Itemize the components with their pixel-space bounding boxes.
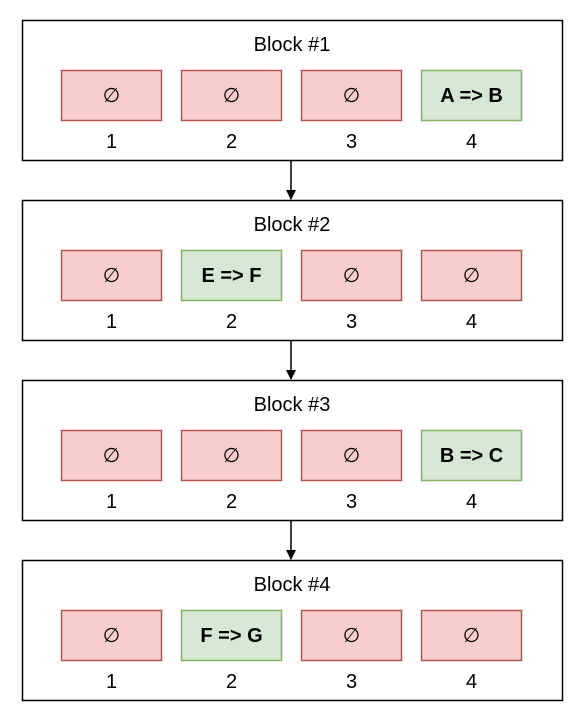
empty-slot-box — [180, 69, 283, 122]
slot-2: E => F 2 — [180, 249, 283, 333]
empty-slot-box — [300, 429, 403, 482]
slot-3: ∅3 — [300, 429, 403, 513]
empty-slot-box — [420, 249, 523, 302]
empty-set-symbol: ∅ — [463, 265, 480, 287]
slot-3: ∅3 — [300, 69, 403, 153]
slot-index-label: 2 — [226, 131, 237, 153]
slot-index-label: 1 — [106, 131, 117, 153]
empty-slot-box — [300, 69, 403, 122]
block-3: Block #3∅1∅2∅3B => C4 — [21, 379, 564, 522]
slot-4: ∅4 — [420, 609, 523, 693]
empty-set-symbol: ∅ — [343, 265, 360, 287]
slot-2: F => G 2 — [180, 609, 283, 693]
empty-slot-box — [300, 609, 403, 662]
slot-4: ∅4 — [420, 249, 523, 333]
filled-slot-box — [180, 609, 283, 662]
slot-1: ∅1 — [60, 429, 163, 513]
slot-index-label: 2 — [226, 311, 237, 333]
filled-slot-box — [180, 249, 283, 302]
empty-slot-box — [420, 609, 523, 662]
slot-index-label: 4 — [466, 311, 477, 333]
slot-index-label: 3 — [346, 491, 357, 513]
filled-slot-box — [420, 429, 523, 482]
empty-set-symbol: ∅ — [223, 445, 240, 467]
slot-rule: B => C — [440, 445, 503, 467]
slot-rule: E => F — [201, 265, 261, 287]
empty-set-symbol: ∅ — [103, 265, 120, 287]
slot-3: ∅3 — [300, 249, 403, 333]
empty-slot-box — [60, 429, 163, 482]
block-4: Block #4∅1F => G2∅3∅4 — [21, 559, 564, 702]
slot-index-label: 4 — [466, 131, 477, 153]
slot-index-label: 1 — [106, 311, 117, 333]
slot-1: ∅1 — [60, 609, 163, 693]
slot-index-label: 1 — [106, 491, 117, 513]
slot-index-label: 2 — [226, 491, 237, 513]
block-title: Block #2 — [254, 214, 331, 236]
slot-index-label: 3 — [346, 671, 357, 693]
empty-slot-box — [60, 69, 163, 122]
slot-1: ∅1 — [60, 249, 163, 333]
empty-slot-box — [300, 249, 403, 302]
block-1: Block #1∅1∅2∅3A => B4 — [21, 19, 564, 162]
slot-1: ∅1 — [60, 69, 163, 153]
empty-slot-box — [60, 249, 163, 302]
slot-rule: A => B — [440, 85, 503, 107]
slot-4: B => C 4 — [420, 429, 523, 513]
slot-index-label: 3 — [346, 311, 357, 333]
empty-set-symbol: ∅ — [103, 445, 120, 467]
filled-slot-box — [420, 69, 523, 122]
empty-set-symbol: ∅ — [103, 85, 120, 107]
empty-set-symbol: ∅ — [223, 85, 240, 107]
empty-set-symbol: ∅ — [463, 625, 480, 647]
empty-slot-box — [180, 429, 283, 482]
block-title: Block #4 — [254, 574, 331, 596]
empty-set-symbol: ∅ — [343, 85, 360, 107]
slot-index-label: 2 — [226, 671, 237, 693]
empty-slot-box — [60, 609, 163, 662]
block-2: Block #2∅1E => F2∅3∅4 — [21, 199, 564, 342]
slot-4: A => B 4 — [420, 69, 523, 153]
slot-index-label: 3 — [346, 131, 357, 153]
slot-2: ∅2 — [180, 429, 283, 513]
empty-set-symbol: ∅ — [103, 625, 120, 647]
empty-set-symbol: ∅ — [343, 445, 360, 467]
block-title: Block #3 — [254, 394, 331, 416]
slot-2: ∅2 — [180, 69, 283, 153]
slot-rule: F => G — [200, 625, 262, 647]
empty-set-symbol: ∅ — [343, 625, 360, 647]
slot-index-label: 4 — [466, 491, 477, 513]
slot-index-label: 1 — [106, 671, 117, 693]
slot-index-label: 4 — [466, 671, 477, 693]
block-title: Block #1 — [254, 34, 331, 56]
slot-3: ∅3 — [300, 609, 403, 693]
